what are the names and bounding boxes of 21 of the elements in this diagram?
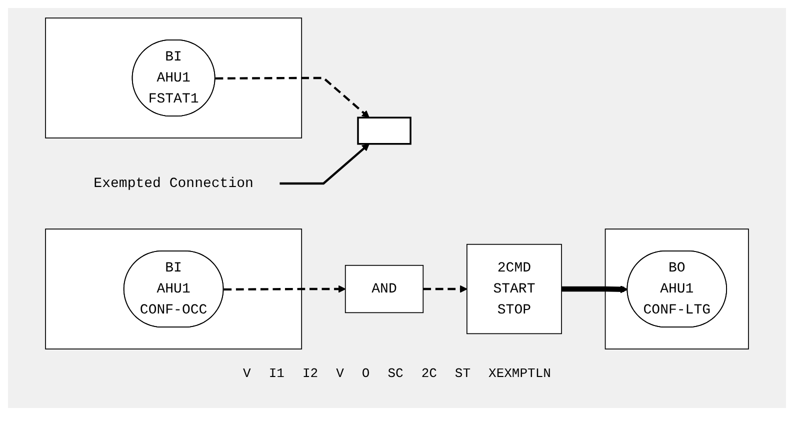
node-box: AND bbox=[344, 264, 424, 313]
node-box: 2CMD START STOP bbox=[466, 243, 562, 334]
port-label: 2C bbox=[421, 366, 437, 381]
arrow bbox=[562, 284, 628, 293]
port-label: V bbox=[243, 366, 251, 381]
port-label: V bbox=[336, 366, 344, 381]
cluster bbox=[45, 17, 302, 138]
port-label: ST bbox=[454, 366, 471, 381]
port-label: I2 bbox=[302, 366, 318, 381]
cluster bbox=[604, 228, 749, 349]
node-box bbox=[357, 116, 412, 144]
arrow bbox=[423, 284, 468, 292]
cluster bbox=[45, 228, 302, 349]
port-label: SC bbox=[388, 366, 404, 381]
arrow bbox=[280, 143, 370, 184]
port-label: I1 bbox=[268, 366, 284, 381]
port-label: O bbox=[362, 366, 370, 381]
node-text: Exempted Connection bbox=[94, 175, 254, 191]
arrow bbox=[224, 284, 346, 292]
port-label: XEXMPTLN bbox=[488, 366, 551, 381]
arrow bbox=[215, 76, 370, 118]
